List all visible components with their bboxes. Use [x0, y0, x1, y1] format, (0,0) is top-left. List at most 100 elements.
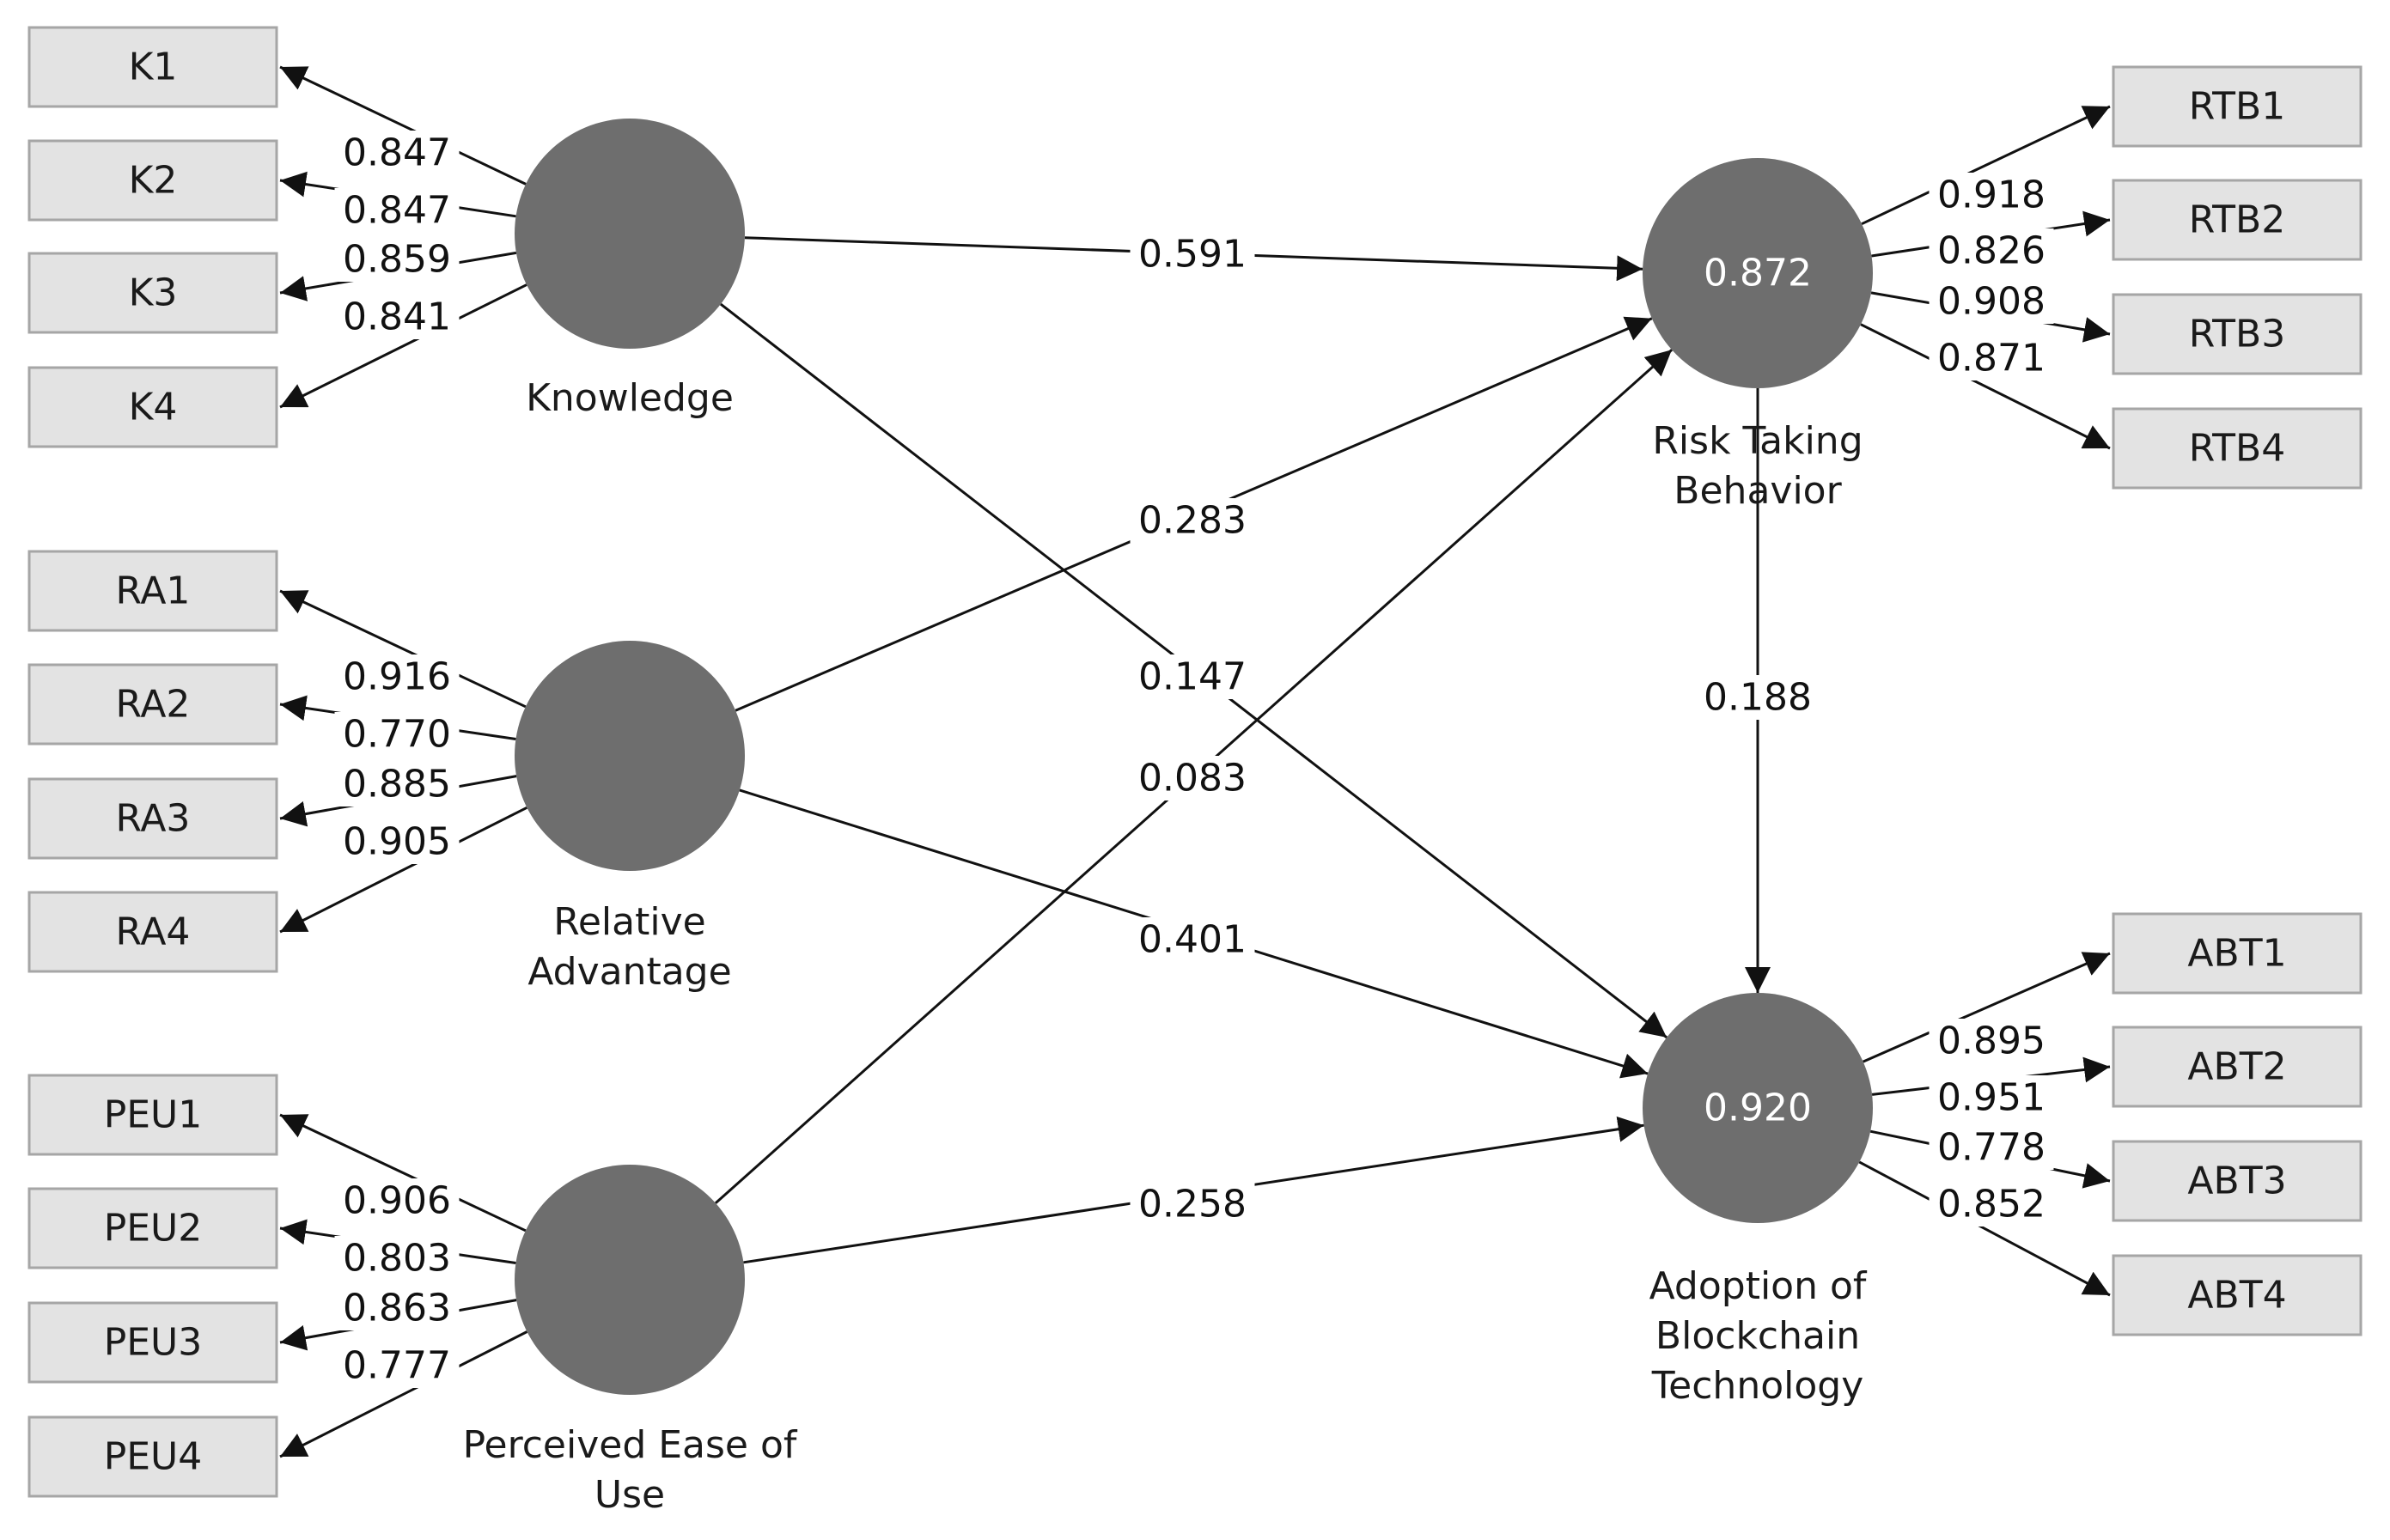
indicator-rtb3[interactable]: RTB3: [2112, 293, 2363, 375]
indicator-peu3[interactable]: PEU3: [27, 1301, 278, 1384]
loading-abt4: 0.852: [1937, 1183, 2046, 1227]
loading-edge-abt4: [1858, 1160, 2111, 1297]
loading-edge-ra4: [279, 806, 527, 934]
loading-edge-abt1: [1863, 952, 2111, 1063]
loading-ra4: 0.905: [343, 820, 451, 864]
loading-abt1-bg: [1929, 1019, 2054, 1063]
loading-rtb2-bg: [1929, 228, 2054, 273]
indicator-label: ABT1: [2187, 932, 2286, 976]
latent-label-line: Advantage: [527, 950, 731, 994]
indicator-box: [2112, 293, 2363, 375]
path-coef-knowledge-to-risk_taking: 0.591: [1138, 233, 1247, 277]
path-coef-peou-to-risk_taking: 0.083: [1138, 757, 1247, 800]
latent-circle: [1643, 158, 1873, 388]
latent-circle: [515, 119, 745, 349]
indicator-k3[interactable]: K3: [27, 252, 278, 334]
loading-ra3: 0.885: [343, 763, 451, 807]
indicator-label: PEU1: [104, 1093, 203, 1137]
loading-k1-bg: [334, 131, 460, 175]
indicator-peu2[interactable]: PEU2: [27, 1187, 278, 1269]
indicator-peu1[interactable]: PEU1: [27, 1074, 278, 1156]
indicator-label: PEU2: [104, 1207, 203, 1251]
latent-label-line: Technology: [1651, 1364, 1863, 1408]
indicator-ra2[interactable]: RA2: [27, 663, 278, 746]
loading-peu4-bg: [334, 1343, 460, 1388]
indicator-abt3[interactable]: ABT3: [2112, 1140, 2363, 1222]
loading-ra4-bg: [334, 819, 460, 864]
indicator-box: [2112, 179, 2363, 261]
loading-rtb1: 0.918: [1937, 173, 2046, 217]
indicator-k1[interactable]: K1: [27, 26, 278, 108]
indicator-label: K4: [129, 386, 178, 429]
latent-label-line: Relative: [553, 900, 705, 944]
indicator-box: [27, 777, 278, 860]
indicator-label: ABT2: [2187, 1045, 2286, 1089]
loading-abt2-bg: [1929, 1075, 2054, 1120]
loading-edge-k1: [279, 65, 527, 186]
indicator-k2[interactable]: K2: [27, 139, 278, 222]
loading-abt3: 0.778: [1937, 1126, 2046, 1170]
indicator-label: RTB3: [2189, 313, 2285, 356]
loading-k2-bg: [334, 188, 460, 233]
indicator-label: RTB2: [2189, 198, 2285, 242]
latent-label-line: Use: [594, 1473, 665, 1517]
loading-k3-bg: [334, 237, 460, 282]
latent-label-line: Adoption of: [1649, 1264, 1868, 1308]
indicator-box: [27, 550, 278, 632]
indicator-box: [2112, 407, 2363, 490]
indicator-label: RA1: [116, 569, 191, 613]
indicator-box: [27, 252, 278, 334]
path-coef-relative_advantage-to-risk_taking: 0.283: [1138, 499, 1247, 543]
indicator-box: [2112, 912, 2363, 995]
indicator-box: [2112, 1026, 2363, 1108]
indicator-box: [2112, 65, 2363, 148]
path-coef-risk_taking-to-adoption-bg: [1695, 675, 1820, 720]
indicator-box: [27, 1187, 278, 1269]
latent-knowledge[interactable]: Knowledge: [515, 119, 745, 420]
indicator-rtb4[interactable]: RTB4: [2112, 407, 2363, 490]
indicator-label: PEU3: [104, 1321, 203, 1365]
latent-circle: [515, 1165, 745, 1395]
indicator-label: K2: [129, 159, 178, 203]
latent-circle: [1643, 993, 1873, 1223]
latent-label-line: Knowledge: [526, 376, 734, 420]
loading-k4: 0.841: [343, 295, 451, 339]
indicator-ra3[interactable]: RA3: [27, 777, 278, 860]
loading-peu4: 0.777: [343, 1344, 451, 1388]
path-coef-relative_advantage-to-adoption-bg: [1130, 917, 1255, 962]
loading-abt3-bg: [1929, 1125, 2054, 1170]
indicator-ra1[interactable]: RA1: [27, 550, 278, 632]
loading-edge-k4: [279, 283, 527, 409]
loading-peu3-bg: [334, 1286, 460, 1330]
loading-rtb3: 0.908: [1937, 280, 2046, 324]
indicator-abt1[interactable]: ABT1: [2112, 912, 2363, 995]
path-coef-relative_advantage-to-adoption: 0.401: [1138, 918, 1247, 962]
indicator-rtb2[interactable]: RTB2: [2112, 179, 2363, 261]
indicator-abt4[interactable]: ABT4: [2112, 1254, 2363, 1336]
loading-ra2-bg: [334, 712, 460, 757]
loading-rtb3-bg: [1929, 279, 2054, 324]
indicator-k4[interactable]: K4: [27, 366, 278, 448]
loading-edge-peu4: [279, 1330, 528, 1458]
loading-peu1: 0.906: [343, 1179, 451, 1223]
loading-edge-ra1: [279, 589, 527, 709]
loading-ra1-bg: [334, 654, 460, 699]
indicator-ra4[interactable]: RA4: [27, 891, 278, 973]
loading-k2: 0.847: [343, 189, 451, 233]
path-coef-risk_taking-to-adoption: 0.188: [1704, 676, 1812, 720]
indicator-abt2[interactable]: ABT2: [2112, 1026, 2363, 1108]
latent-circle: [515, 641, 745, 871]
latent-label-line: Behavior: [1674, 469, 1842, 513]
indicator-label: RTB1: [2189, 85, 2285, 129]
loading-ra3-bg: [334, 762, 460, 807]
loading-peu2: 0.803: [343, 1237, 451, 1281]
indicator-peu4[interactable]: PEU4: [27, 1415, 278, 1498]
indicator-label: RTB4: [2189, 427, 2285, 471]
indicator-rtb1[interactable]: RTB1: [2112, 65, 2363, 148]
indicator-label: PEU4: [104, 1435, 203, 1479]
